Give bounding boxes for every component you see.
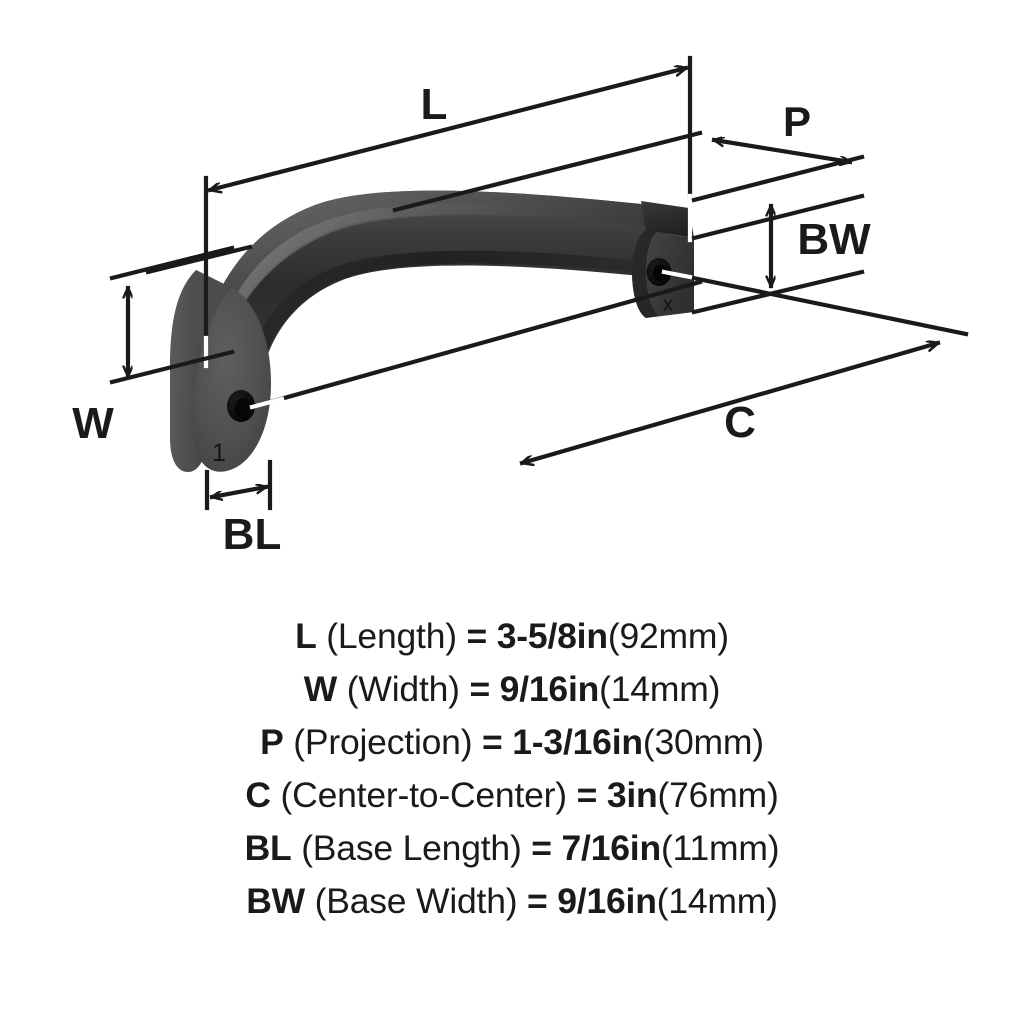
handle-arch-top-surface [197,190,668,398]
left-foot-bevel [186,270,232,350]
spec-row-base-width: BW (Base Width) = 9/16in(14mm) [246,875,778,928]
spec-metric-value: (76mm) [657,775,779,815]
c-left-leader-line-white [249,396,285,410]
spec-metric-value: (14mm) [656,881,778,921]
l-dimension-line [207,68,689,190]
spec-equals: = [466,616,488,656]
spec-equals: = [482,722,503,762]
c-left-leader-line [249,279,703,410]
spec-name: (Projection) [293,722,473,762]
spec-name: (Center-to-Center) [280,775,568,815]
spec-equals: = [531,828,552,868]
p-dimension-line [711,140,853,162]
dimension-label-bl: BL [223,510,282,559]
bl-dimension-line [209,487,269,497]
dimension-label-c: C [724,398,756,447]
pull-handle-render: 1 x [170,190,694,472]
spec-name: (Base Width) [314,881,518,921]
right-foot-inner-shadow [632,230,658,318]
spec-symbol: BW [246,881,305,921]
bw-bottom-extension-line [691,269,865,315]
left-foot-part-mark: 1 [212,439,226,467]
spec-name: (Width) [346,669,460,709]
left-foot-front-face [192,288,271,472]
c-dimension-line [519,343,941,463]
spec-name: (Length) [326,616,457,656]
spec-symbol: L [295,616,317,656]
spec-equals: = [469,669,490,709]
spec-symbol: W [303,669,338,709]
specification-list: L (Length) = 3-5/8in(92mm) W (Width) = 9… [0,602,1024,1022]
spec-equals: = [576,775,598,815]
right-mounting-hole-inner [653,264,667,282]
dimension-label-p: P [783,98,811,145]
spec-row-base-length: BL (Base Length) = 7/16in(11mm) [245,822,780,875]
l-left-tie-line [145,244,253,275]
spec-imperial-value: 9/16in [499,669,600,709]
dimension-label-bw: BW [797,215,871,264]
spec-imperial-value: 1-3/16in [512,722,643,762]
diagram-canvas: 1 x [72,55,969,559]
handle-arch-body [197,190,688,413]
dimension-annotations [109,55,969,511]
spec-row-width: W (Width) = 9/16in(14mm) [303,663,721,716]
spec-imperial-value: 3in [606,775,658,815]
handle-crest-sheen [213,203,661,376]
spec-imperial-value: 9/16in [557,881,657,921]
w-top-extension-line [109,245,235,281]
dimension-label-w: W [72,399,114,448]
right-foot-part-mark: x [663,293,674,316]
l-upper-tie-line [392,130,703,213]
c-right-leader-line [661,269,969,337]
bw-top-extension-line [691,193,865,241]
spec-metric-value: (92mm) [607,616,729,656]
product-diagram: 1 x [72,55,969,559]
dimension-label-group: L P BW W C BL [72,80,871,559]
spec-metric-value: (14mm) [599,669,721,709]
spec-row-projection: P (Projection) = 1-3/16in(30mm) [260,716,764,769]
spec-symbol: C [245,775,271,815]
spec-symbol: P [260,722,284,762]
spec-metric-value: (11mm) [660,828,780,868]
spec-name: (Base Length) [301,828,522,868]
spec-row-length: L (Length) = 3-5/8in(92mm) [295,610,729,663]
right-foot-top-face [641,201,694,238]
left-mounting-hole-inner [234,398,252,418]
spec-imperial-value: 3-5/8in [496,616,608,656]
spec-imperial-value: 7/16in [561,828,661,868]
dimension-label-l: L [421,80,448,129]
spec-equals: = [527,881,548,921]
spec-metric-value: (30mm) [642,722,764,762]
c-right-leader-line-white [661,269,693,280]
spec-row-center-to-center: C (Center-to-Center) = 3in(76mm) [245,769,778,822]
p-extension-line [691,154,865,203]
spec-symbol: BL [244,828,292,868]
